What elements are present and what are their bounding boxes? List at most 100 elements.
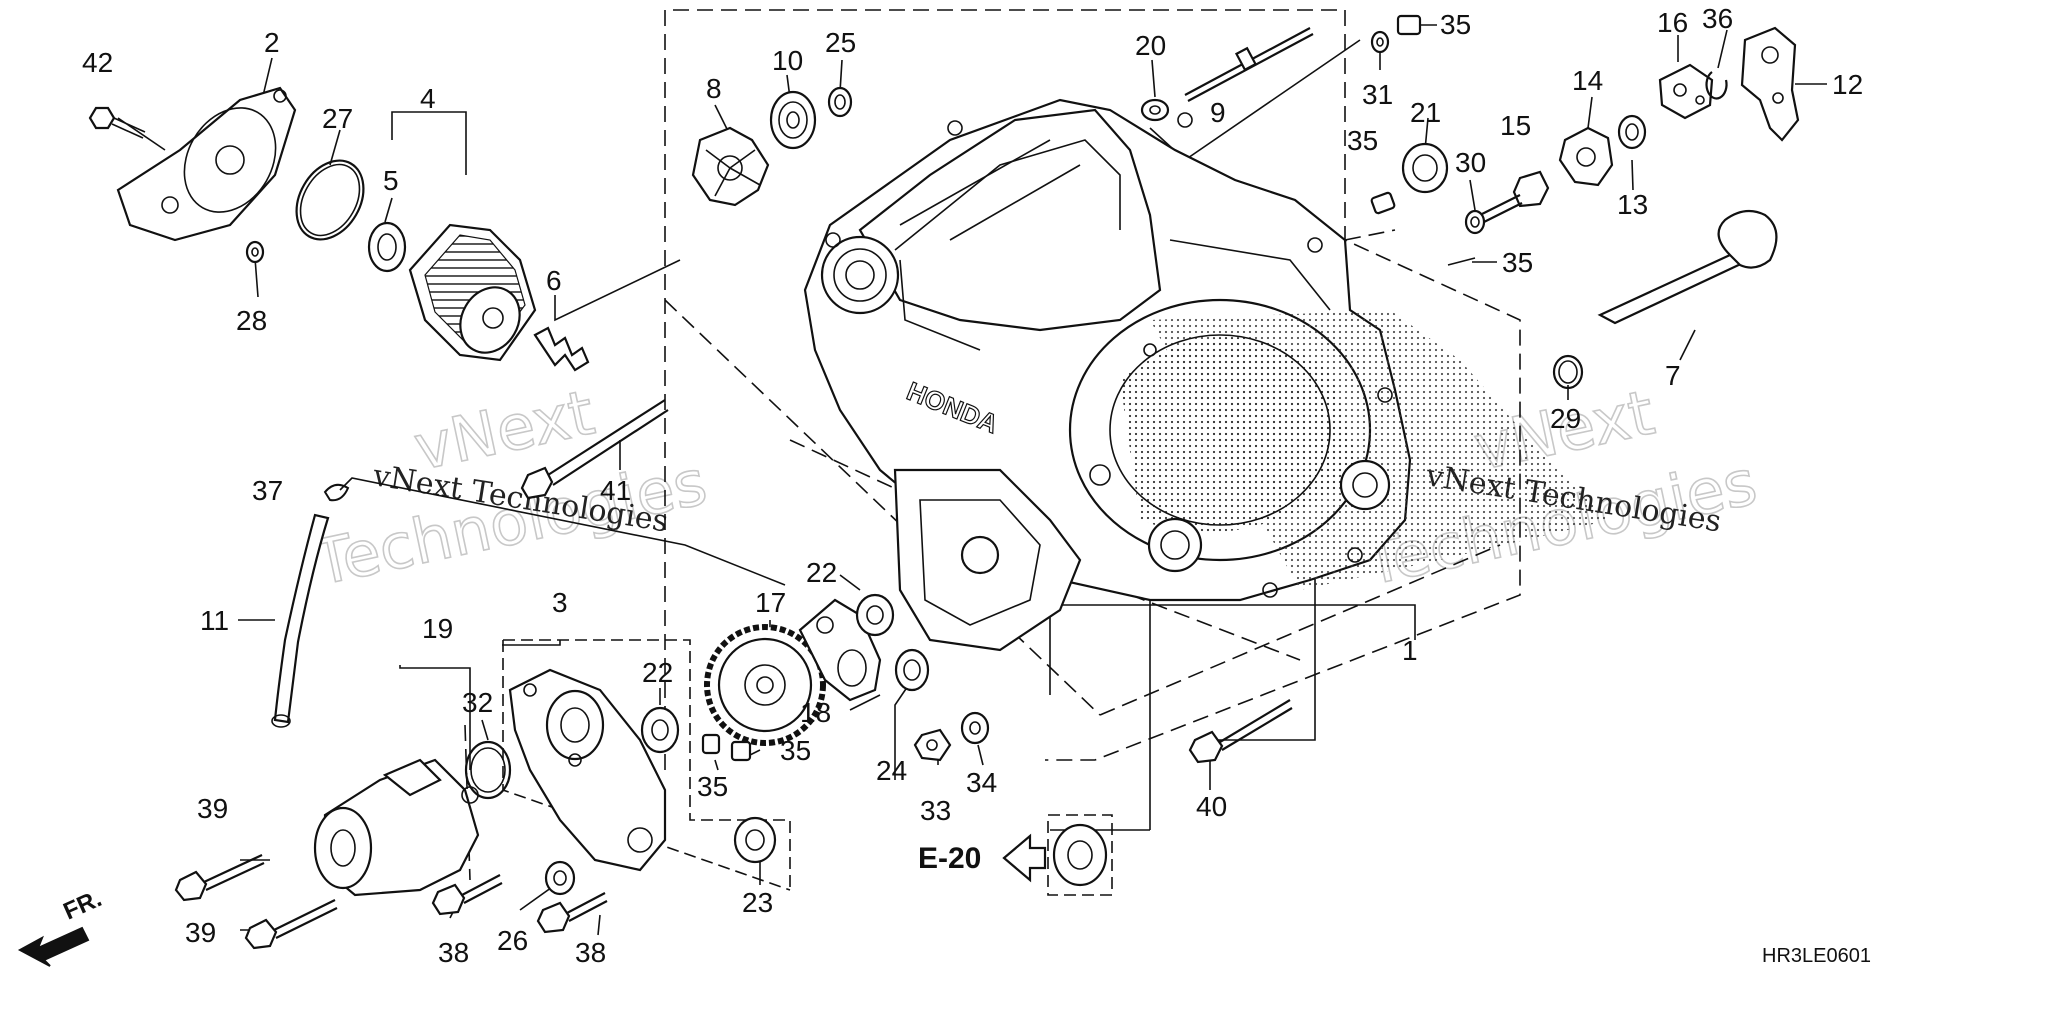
dipstick-7	[1597, 209, 1778, 325]
callout-labels: 42 2 27 4 5 28 6 8 10 25 20 9 31 35 35 2…	[82, 3, 1863, 968]
callout-33: 33	[920, 795, 951, 826]
callout-17: 17	[755, 587, 786, 618]
callout-38-right: 38	[575, 937, 606, 968]
dowel-35-top	[1396, 14, 1422, 36]
oil-filter-4	[408, 223, 537, 362]
impeller-8	[691, 126, 770, 207]
o-ring-29	[1552, 354, 1584, 390]
washer-34	[960, 711, 990, 745]
callout-35-low-a: 35	[697, 771, 728, 802]
spring-13	[1617, 114, 1647, 150]
callout-32: 32	[462, 687, 493, 718]
cover-plate-12	[1740, 26, 1800, 142]
callout-39-upper: 39	[197, 793, 228, 824]
callout-21: 21	[1410, 97, 1441, 128]
callout-30: 30	[1455, 147, 1486, 178]
callout-4: 4	[420, 83, 436, 114]
seal-5	[367, 221, 407, 273]
washer-31	[1370, 30, 1390, 54]
washer-26	[544, 860, 576, 896]
bolt-39-lower	[244, 899, 338, 950]
callout-19: 19	[422, 613, 453, 644]
bearing-23	[733, 816, 777, 864]
bolt-42	[88, 106, 146, 139]
hose-11	[271, 513, 330, 728]
callout-26: 26	[497, 925, 528, 956]
joint-14	[1558, 126, 1614, 187]
callout-5: 5	[383, 165, 399, 196]
front-arrow-icon	[17, 926, 90, 967]
spring-6	[533, 326, 590, 372]
callout-34: 34	[966, 767, 997, 798]
nut-33	[913, 728, 952, 762]
callout-31: 31	[1362, 79, 1393, 110]
callout-22-lower: 22	[642, 657, 673, 688]
reference-seal	[1047, 814, 1113, 896]
callout-14: 14	[1572, 65, 1603, 96]
bolt-15	[1477, 170, 1550, 225]
callout-3: 3	[552, 587, 568, 618]
callout-40: 40	[1196, 791, 1227, 822]
diagram-code: HR3LE0601	[1762, 945, 1871, 967]
gear-17	[704, 624, 826, 746]
callout-18: 18	[800, 697, 831, 728]
reference-e20: E-20	[918, 833, 1047, 883]
bearing-22-lower	[640, 706, 680, 754]
bolt-38-right	[536, 892, 608, 934]
bolt-39-upper	[174, 854, 265, 902]
callout-27: 27	[322, 103, 353, 134]
washer-28	[245, 240, 265, 264]
clip-37	[323, 483, 350, 502]
bearing-21	[1401, 142, 1449, 194]
callout-6: 6	[546, 265, 562, 296]
seal-10	[769, 90, 817, 150]
washer-30	[1464, 209, 1486, 235]
callout-10: 10	[772, 45, 803, 76]
callout-35-right: 35	[1502, 247, 1533, 278]
callout-1: 1	[1402, 635, 1418, 666]
washer-20	[1140, 98, 1170, 122]
shaft-9	[1184, 27, 1314, 102]
callout-12: 12	[1832, 69, 1863, 100]
callout-7: 7	[1665, 360, 1681, 391]
tube-bolt-41	[520, 399, 669, 500]
callout-22-upper: 22	[806, 557, 837, 588]
bearing-24	[894, 648, 930, 692]
callout-39-lower: 39	[185, 917, 216, 948]
o-ring-27	[295, 159, 365, 241]
callout-9: 9	[1210, 97, 1226, 128]
crankcase-cover: HONDA	[803, 98, 1610, 652]
callout-35-mid: 35	[1347, 125, 1378, 156]
callout-28: 28	[236, 305, 267, 336]
callout-37: 37	[252, 475, 283, 506]
dowel-35-low-b	[730, 740, 752, 762]
callout-11: 11	[200, 605, 229, 636]
callout-20: 20	[1135, 30, 1166, 61]
o-ring-32	[464, 740, 512, 800]
callout-8: 8	[706, 73, 722, 104]
bolt-38-left	[431, 874, 503, 916]
callout-35-top: 35	[1440, 9, 1471, 40]
washer-25	[827, 86, 853, 118]
callout-15: 15	[1500, 110, 1531, 141]
oil-filter-cover-2	[116, 86, 297, 242]
callout-41: 41	[600, 475, 631, 506]
bearing-holder-16	[1658, 63, 1714, 120]
callout-35-low-b: 35	[780, 735, 811, 766]
starter-housing-3	[508, 668, 667, 872]
callout-16: 16	[1657, 7, 1688, 38]
callout-36: 36	[1702, 3, 1733, 34]
dowel-35-low-a	[701, 733, 721, 755]
starter-motor-19	[313, 758, 480, 897]
callout-13: 13	[1617, 189, 1648, 220]
callout-38-left: 38	[438, 937, 469, 968]
reference-e20-label: E-20	[918, 842, 981, 875]
bolt-40	[1188, 699, 1293, 764]
callout-24: 24	[876, 755, 907, 786]
dowel-35-mid	[1370, 191, 1396, 215]
callout-2: 2	[264, 27, 280, 58]
callout-42: 42	[82, 47, 113, 78]
bearing-22-upper	[855, 593, 895, 637]
